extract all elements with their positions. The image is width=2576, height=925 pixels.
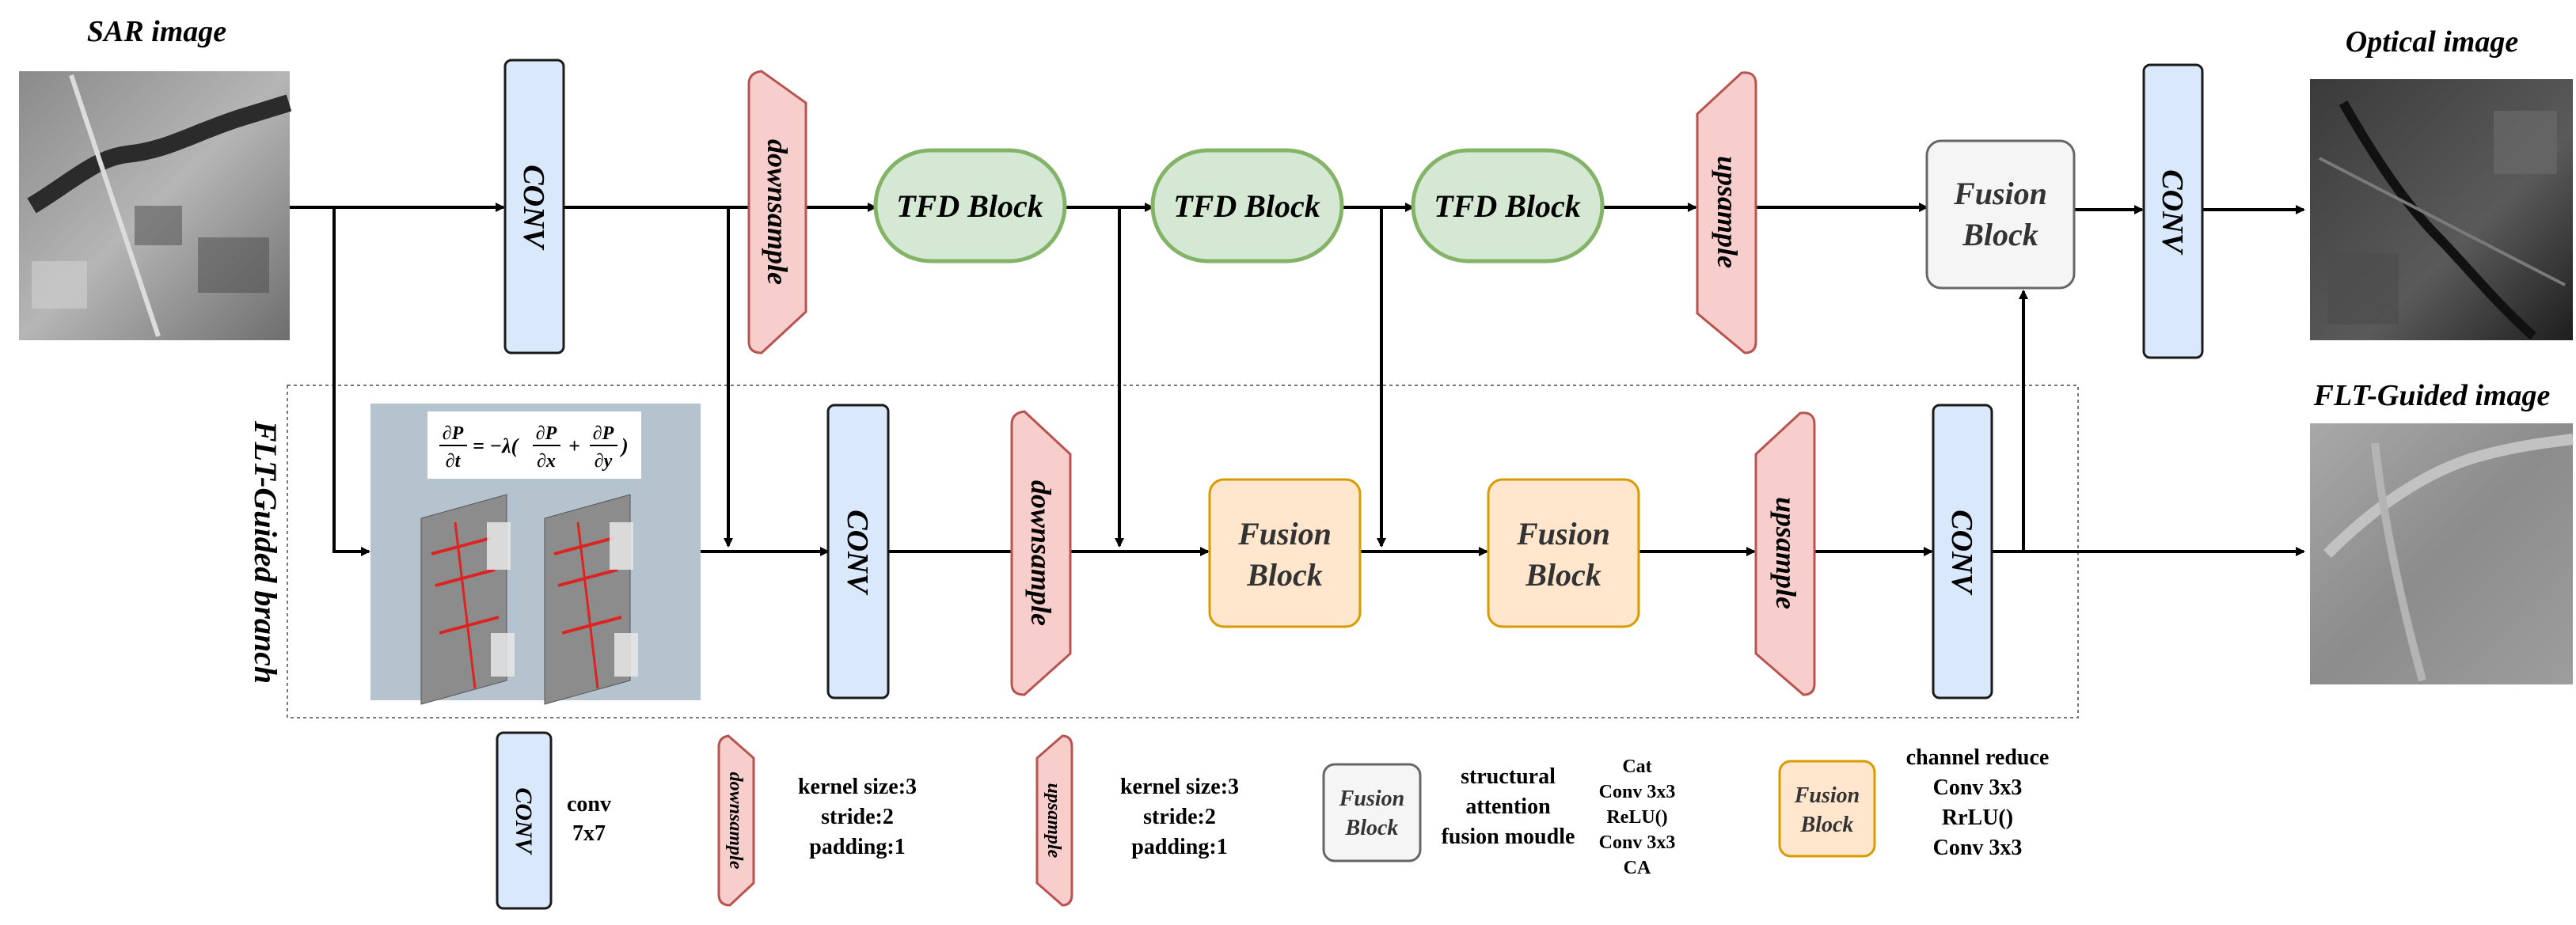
upsample-label: upsample: [1712, 156, 1743, 268]
flt-panel-left: [420, 494, 515, 705]
tfd-block-1: TFD Block: [873, 148, 1067, 263]
eq-t2-num: ∂P: [593, 423, 614, 444]
fusion-label-line1: Fusion: [1794, 783, 1860, 808]
fusion-label-line1: Fusion: [1953, 176, 2047, 211]
fusion-label-line2: Block: [1800, 813, 1854, 837]
legend-upsample-shape: [1035, 734, 1073, 907]
conv-label: CONV: [1945, 510, 1978, 595]
legend-up-desc-1: kernel size:3: [1120, 775, 1239, 799]
optical-image: [2310, 79, 2573, 340]
fusion-label-line2: Block: [1345, 816, 1399, 840]
eq-lhs-num: ∂P: [443, 423, 464, 444]
flt-image-title: FLT-Guided image: [2313, 379, 2551, 412]
upsample-label: upsample: [1770, 497, 1802, 609]
conv-label: CONV: [511, 787, 537, 855]
conv-label: CONV: [841, 510, 874, 595]
tfd-block-label: TFD Block: [896, 188, 1043, 224]
eq-t2-den: ∂y: [595, 451, 613, 472]
optical-image-title: Optical image: [2346, 25, 2519, 59]
legend-down-desc-1: kernel size:3: [798, 775, 917, 799]
fusion-label-line2: Block: [1525, 557, 1601, 593]
fusion-label-line1: Fusion: [1516, 516, 1610, 552]
fusion-label-line1: Fusion: [1237, 516, 1332, 552]
legend-fusion-orange-shape: [1778, 760, 1876, 858]
eq-mid: = −λ(: [473, 434, 520, 457]
conv-label: CONV: [2156, 169, 2189, 255]
upsample-block-top: upsample: [1696, 71, 1757, 354]
conv-block-top-right: CONV: [2142, 63, 2204, 359]
flt-illustration: ∂P ∂t = −λ( ∂P ∂x + ∂P ∂y ): [370, 404, 701, 705]
upsample-block-bottom: upsample: [1754, 411, 1816, 696]
legend-fusion-op-4: Conv 3x3: [1599, 832, 1676, 853]
legend-fusion-op-2: Conv 3x3: [1599, 782, 1676, 802]
upsample-label: upsample: [1043, 783, 1064, 859]
legend-conv-shape: [496, 731, 553, 910]
legend-fusion-desc-2: attention: [1465, 794, 1551, 819]
conv-block-bottom: CONV: [826, 404, 890, 699]
legend-orange-desc-2: Conv 3x3: [1933, 775, 2023, 800]
legend-up-desc-2: stride:2: [1143, 805, 1216, 829]
downsample-label: downsample: [725, 772, 746, 870]
legend-orange-desc-1: channel reduce: [1906, 745, 2050, 770]
eq-close: ): [620, 434, 629, 457]
tfd-block-3: TFD Block: [1411, 148, 1605, 263]
legend-downsample-shape: [717, 734, 755, 907]
downsample-block-top: downsample: [747, 70, 807, 354]
eq-plus: +: [568, 434, 580, 457]
legend-down-desc-2: stride:2: [821, 805, 894, 829]
eq-lhs-den: ∂t: [446, 451, 462, 472]
eq-t1-num: ∂P: [536, 423, 557, 444]
legend-fusion-desc-3: fusion moudle: [1442, 825, 1575, 849]
legend-up-desc-3: padding:1: [1131, 835, 1227, 859]
eq-t1-den: ∂x: [537, 451, 556, 472]
conv-block-bottom-right: CONV: [1932, 404, 1993, 699]
tfd-block-2: TFD Block: [1150, 148, 1344, 263]
legend-conv-desc-1: conv: [567, 792, 611, 817]
legend-fusion-op-5: CA: [1624, 858, 1651, 878]
legend-fusion-op-3: ReLU(): [1606, 807, 1667, 828]
legend-fusion-desc-1: structural: [1461, 764, 1556, 789]
tfd-block-label: TFD Block: [1173, 188, 1320, 224]
downsample-label: downsample: [762, 139, 793, 285]
legend-down-desc-3: padding:1: [809, 835, 905, 859]
fusion-block-orange-2: Fusion Block: [1487, 478, 1640, 628]
fusion-label-line1: Fusion: [1339, 787, 1405, 811]
sar-image-title: SAR image: [87, 15, 226, 48]
tfd-block-label: TFD Block: [1434, 188, 1581, 224]
conv-block-top: CONV: [503, 59, 565, 354]
downsample-label: downsample: [1025, 480, 1057, 626]
legend-fusion-gray-shape: [1322, 763, 1422, 862]
sar-image: [19, 71, 292, 340]
flt-branch-label: FLT-Guided branch: [248, 420, 283, 684]
fusion-block-orange-1: Fusion Block: [1208, 478, 1362, 628]
conv-label: CONV: [517, 165, 550, 250]
legend: CONV conv 7x7 downsample kernel size:3 s…: [496, 731, 2050, 910]
legend-fusion-op-1: Cat: [1622, 756, 1651, 777]
downsample-block-bottom: downsample: [1010, 410, 1072, 696]
legend-conv-desc-2: 7x7: [572, 821, 606, 846]
connectors: [290, 203, 2305, 556]
flt-guided-image: [2310, 423, 2574, 684]
legend-orange-desc-4: Conv 3x3: [1933, 836, 2023, 860]
legend-orange-desc-3: RrLU(): [1942, 806, 2013, 830]
flt-panel-right: [544, 494, 638, 705]
fusion-block-gray: Fusion Block: [1925, 139, 2076, 290]
fusion-label-line2: Block: [1246, 557, 1323, 593]
fusion-label-line2: Block: [1962, 217, 2038, 252]
